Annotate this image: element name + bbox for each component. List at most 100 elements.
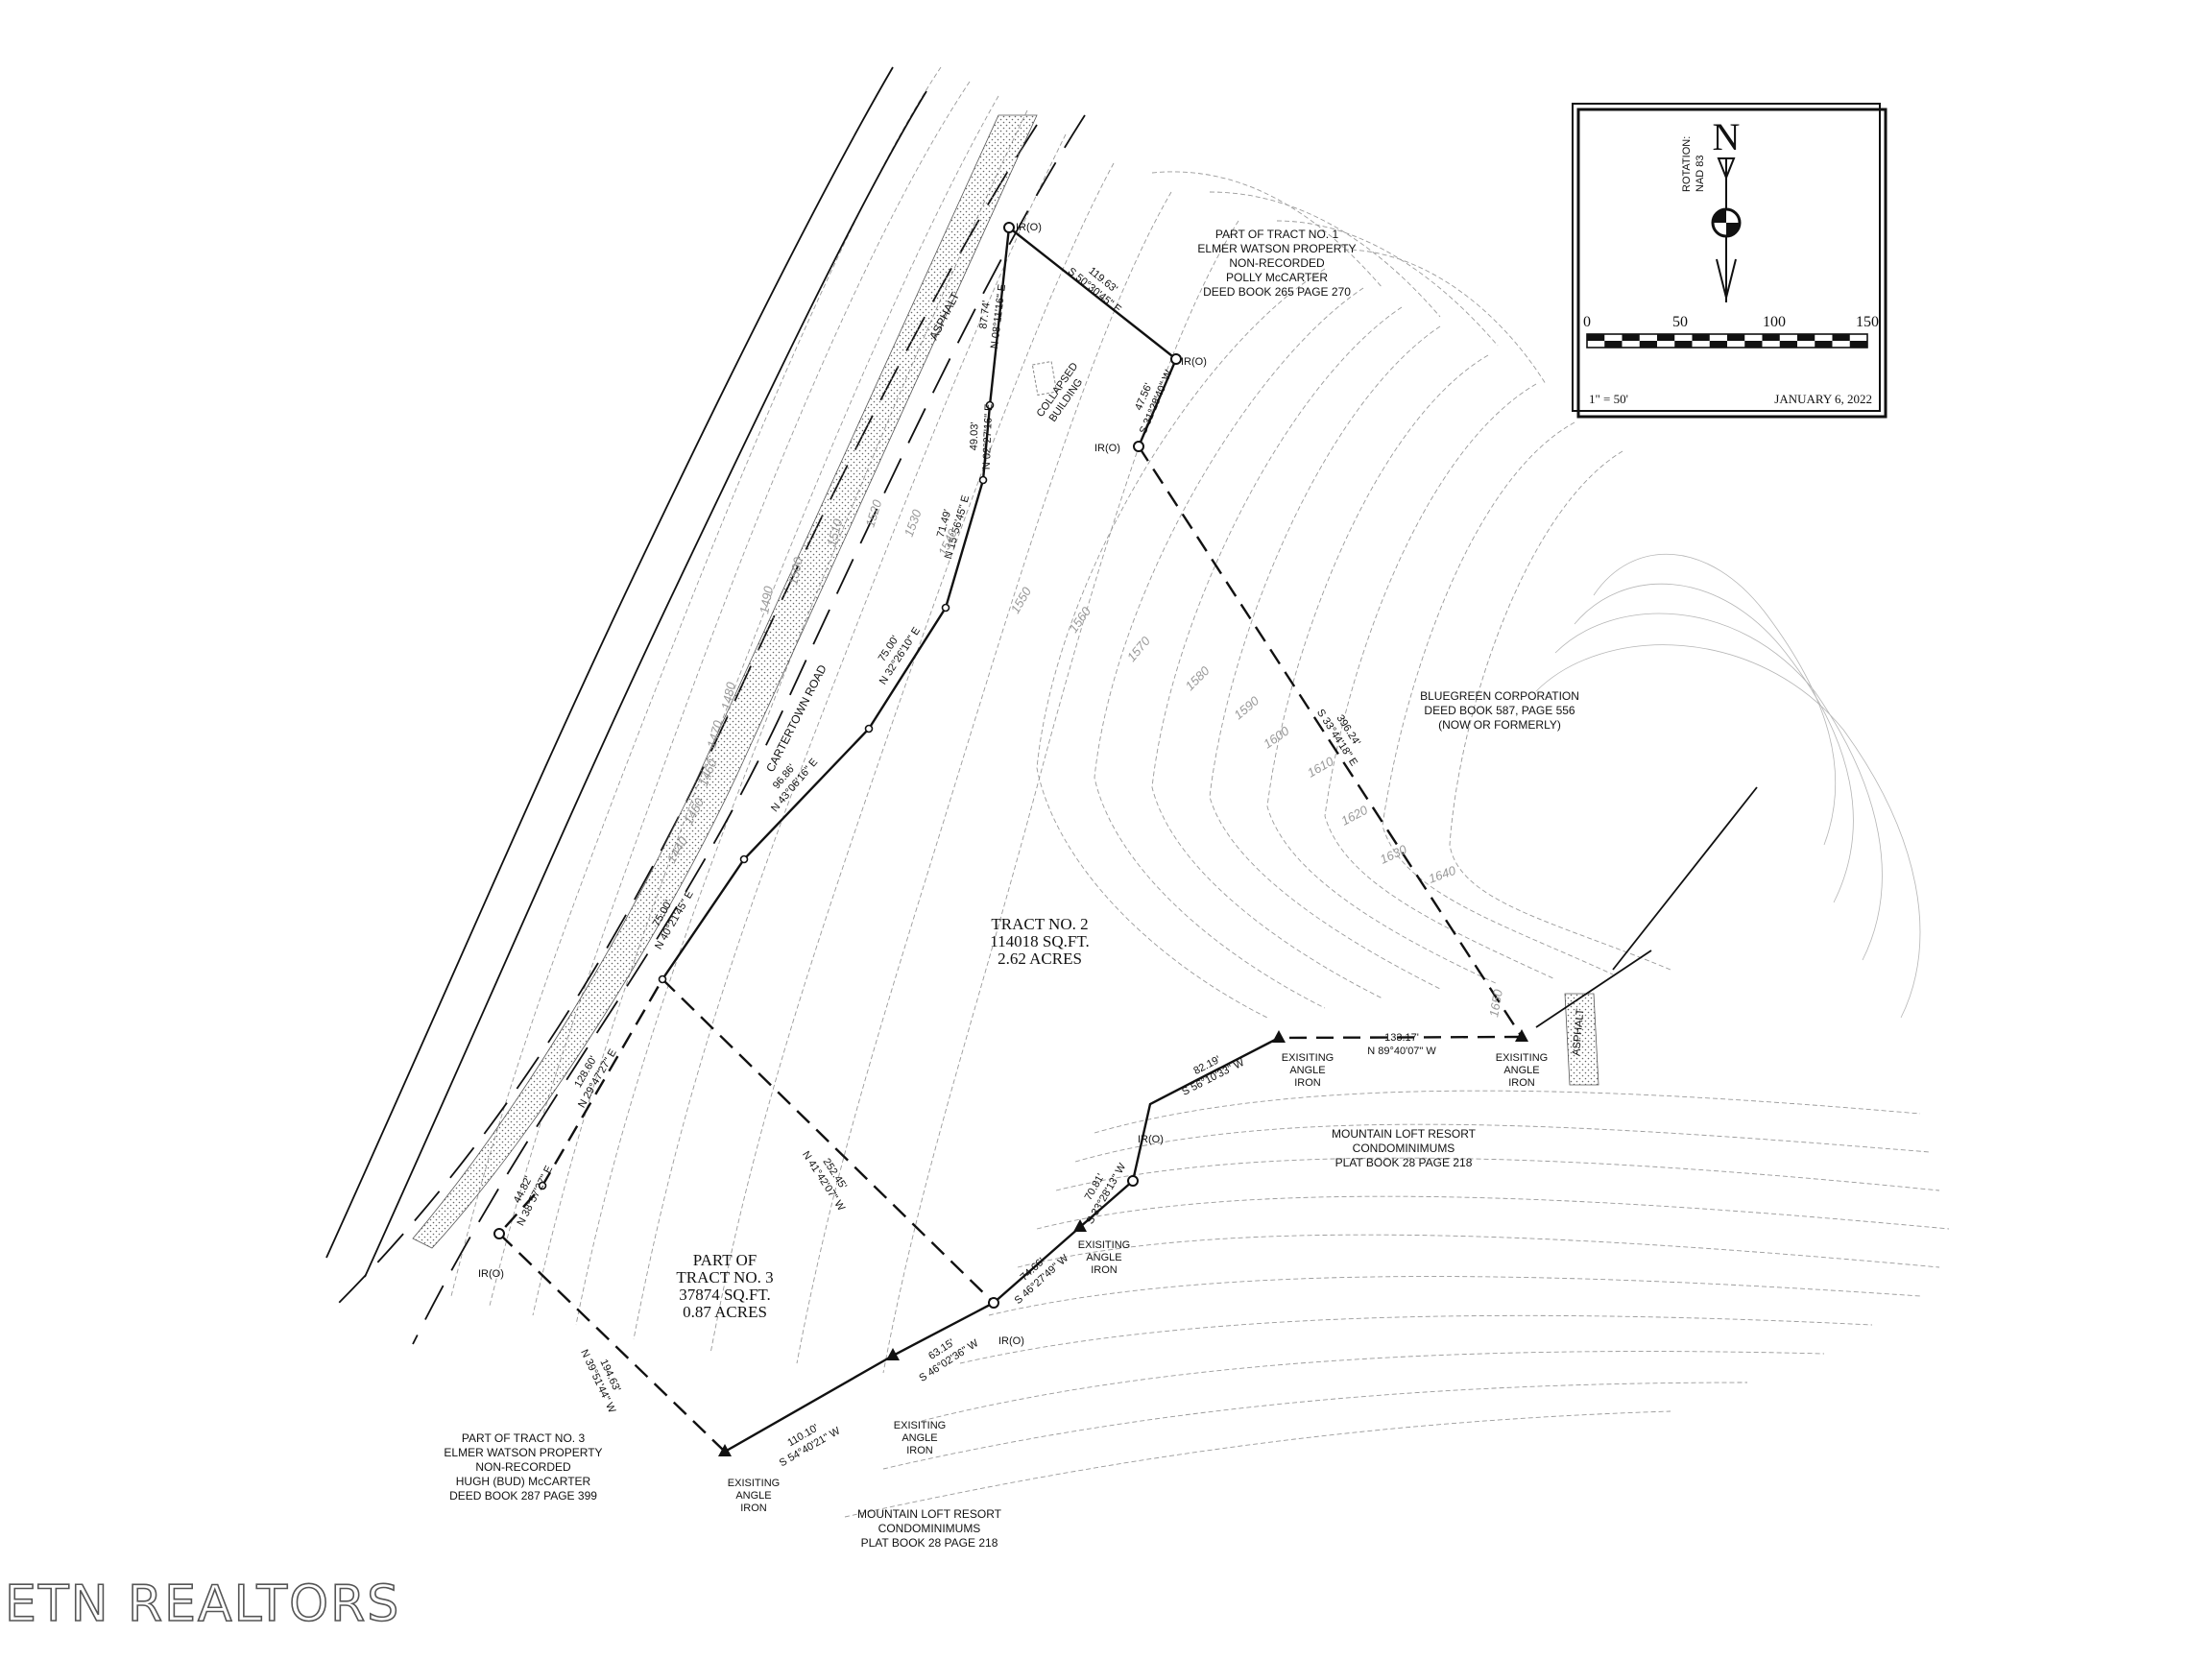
cartertown-road: [325, 66, 1758, 1345]
iron-rod-label: IR(O): [1138, 1134, 1164, 1145]
angle-iron-label: ANGLE: [1086, 1252, 1121, 1263]
adjoiner-mountain-loft-east: MOUNTAIN LOFT RESORT CONDOMINIMUMS PLAT …: [1332, 1127, 1477, 1169]
adjoiner-tract3-west: PART OF TRACT NO. 3 ELMER WATSON PROPERT…: [444, 1431, 602, 1503]
svg-text:2.62 ACRES: 2.62 ACRES: [998, 950, 1082, 968]
contour-elevation-label: 1630: [1378, 842, 1409, 867]
scale-tick-150: 150: [1856, 314, 1879, 330]
svg-text:PART OF TRACT NO. 3: PART OF TRACT NO. 3: [462, 1431, 586, 1445]
scale-bar-segment: [1657, 334, 1675, 341]
svg-text:NON-RECORDED: NON-RECORDED: [1229, 256, 1325, 270]
svg-text:DEED BOOK 265 PAGE 270: DEED BOOK 265 PAGE 270: [1203, 285, 1351, 299]
course-bearing: N 02°27'16" E: [981, 403, 995, 469]
svg-text:PLAT BOOK 28 PAGE 218: PLAT BOOK 28 PAGE 218: [861, 1536, 998, 1550]
scale-bar-segment: [1779, 341, 1797, 348]
tract-2-label: TRACT NO. 2 114018 SQ.FT. 2.62 ACRES: [990, 915, 1089, 968]
contour-elevation-label: 1530: [902, 507, 925, 539]
boundary-point-marker: [978, 475, 988, 485]
iron-rod-label: IR(O): [1181, 356, 1207, 368]
angle-iron-label: IRON: [1294, 1077, 1321, 1089]
angle-iron-label: EXISITING: [728, 1478, 780, 1489]
contour-elevation-label: 1470: [704, 718, 725, 750]
contour-elevation-label: 1650: [1486, 988, 1505, 1019]
adjoiner-mountain-loft-south: MOUNTAIN LOFT RESORT CONDOMINIMUMS PLAT …: [857, 1507, 1002, 1550]
svg-text:MOUNTAIN LOFT RESORT: MOUNTAIN LOFT RESORT: [857, 1507, 1002, 1521]
svg-text:HUGH (BUD) McCARTER: HUGH (BUD) McCARTER: [456, 1475, 591, 1488]
monuments: IR(O)IR(O)IR(O)IR(O)IR(O)IR(O)EXISITINGA…: [478, 222, 1548, 1514]
collapsed-building-outline: [1031, 360, 1058, 397]
angle-iron-label: ANGLE: [735, 1490, 771, 1502]
angle-iron-label: IRON: [740, 1503, 767, 1514]
contour-elevation-label: 1500: [785, 555, 805, 586]
north-arrow-box: N ROTATION: NAD 83 0 50 100 150 1" = 50'…: [1572, 103, 1887, 419]
iron-rod-label: IR(O): [478, 1268, 504, 1280]
contour-elevation-label: 1490: [757, 585, 776, 615]
course-bearing: N 89°40'07" W: [1367, 1046, 1436, 1057]
scale-bar-segment: [1762, 334, 1780, 341]
boundary-point-marker: [941, 603, 950, 613]
boundary-point-marker: [538, 1181, 547, 1190]
svg-text:PLAT BOOK 28 PAGE 218: PLAT BOOK 28 PAGE 218: [1335, 1156, 1473, 1169]
iron-rod-label: IR(O): [998, 1335, 1024, 1347]
svg-text:PART OF: PART OF: [693, 1251, 757, 1269]
boundary-point-marker: [739, 854, 749, 864]
scale-bar-segment: [1815, 341, 1833, 348]
contour-elevation-label: 1550: [1008, 584, 1035, 615]
angle-iron-label: EXISITING: [894, 1420, 946, 1431]
svg-text:ELMER WATSON PROPERTY: ELMER WATSON PROPERTY: [444, 1446, 602, 1459]
boundary-point-marker: [658, 974, 667, 984]
svg-text:NON-RECORDED: NON-RECORDED: [475, 1460, 571, 1474]
contour-elevation-label: 1560: [1066, 604, 1094, 636]
svg-text:37874 SQ.FT.: 37874 SQ.FT.: [679, 1286, 771, 1304]
iron-rod-marker: [493, 1228, 505, 1239]
boundary-point-marker: [864, 724, 874, 733]
scale-bar-segment: [1832, 334, 1850, 341]
iron-rod-marker: [1170, 353, 1182, 365]
property-boundary: [497, 227, 1524, 1454]
scale-bar-segment: [1744, 341, 1763, 348]
scale-bar-segment: [1639, 341, 1657, 348]
scale-bar-segment: [1622, 334, 1640, 341]
contour-elevation-label: 1620: [1338, 802, 1370, 828]
scale-text: 1" = 50': [1589, 392, 1628, 406]
iron-rod-marker: [1003, 222, 1015, 233]
svg-text:CONDOMINIMUMS: CONDOMINIMUMS: [1353, 1142, 1455, 1155]
svg-text:MOUNTAIN LOFT RESORT: MOUNTAIN LOFT RESORT: [1332, 1127, 1477, 1141]
course-distance: 133.17': [1384, 1032, 1419, 1044]
iron-rod-marker: [988, 1297, 999, 1309]
rotation-label: ROTATION:: [1681, 136, 1693, 192]
angle-iron-label: ANGLE: [902, 1432, 937, 1444]
angle-iron-label: IRON: [906, 1445, 933, 1456]
plat-date: JANUARY 6, 2022: [1774, 392, 1872, 406]
scale-bar-segment: [1692, 334, 1710, 341]
contour-elevation-label: 1510: [824, 517, 845, 548]
contour-elevation-label: 1590: [1231, 693, 1262, 723]
contour-elevation-label: 1640: [1427, 863, 1458, 886]
svg-text:DEED BOOK 587, PAGE 556: DEED BOOK 587, PAGE 556: [1424, 704, 1575, 717]
svg-text:DEED BOOK 287 PAGE 399: DEED BOOK 287 PAGE 399: [449, 1489, 597, 1503]
angle-iron-marker: [1073, 1219, 1087, 1232]
angle-iron-label: EXISITING: [1496, 1052, 1548, 1064]
scale-bar-segment: [1674, 341, 1693, 348]
angle-iron-label: ANGLE: [1503, 1065, 1539, 1076]
asphalt-east-label: ASPHALT: [1571, 1008, 1586, 1056]
angle-iron-label: IRON: [1091, 1264, 1118, 1276]
scale-bar-segment: [1604, 341, 1623, 348]
svg-text:POLLY McCARTER: POLLY McCARTER: [1226, 271, 1328, 284]
svg-text:ELMER WATSON PROPERTY: ELMER WATSON PROPERTY: [1197, 242, 1356, 255]
svg-text:BLUEGREEN CORPORATION: BLUEGREEN CORPORATION: [1420, 689, 1579, 703]
scale-bar-segment: [1797, 334, 1815, 341]
course-distance: 87.74': [977, 300, 993, 329]
scale-bar-segment: [1849, 341, 1867, 348]
angle-iron-label: IRON: [1508, 1077, 1535, 1089]
contour-elevation-label: 1570: [1124, 634, 1154, 664]
svg-text:TRACT NO. 2: TRACT NO. 2: [991, 915, 1088, 933]
scale-bar-segment: [1709, 341, 1727, 348]
boundary-point-marker: [985, 400, 995, 410]
scale-bar: 0 50 100 150: [1583, 314, 1879, 349]
svg-text:PART OF TRACT NO. 1: PART OF TRACT NO. 1: [1215, 228, 1339, 241]
svg-text:(NOW OR FORMERLY): (NOW OR FORMERLY): [1438, 718, 1561, 732]
contour-elevation-label: 1480: [718, 680, 738, 710]
scale-tick-0: 0: [1583, 314, 1591, 330]
